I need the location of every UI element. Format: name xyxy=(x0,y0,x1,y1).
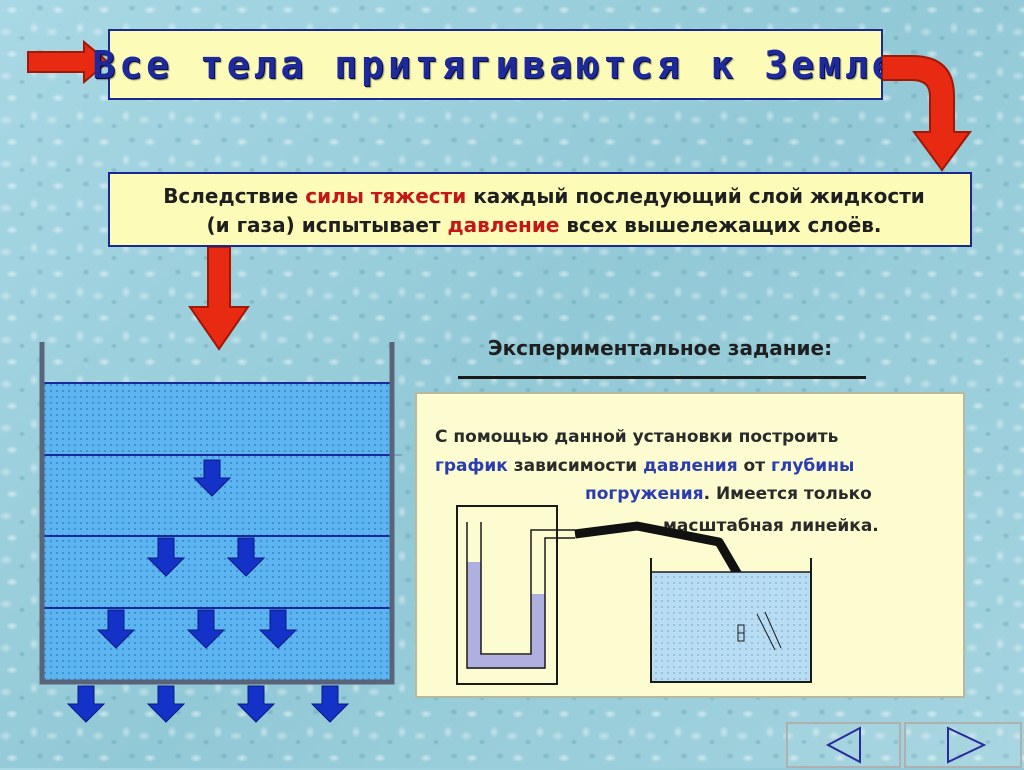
task-text: зависимости xyxy=(507,456,644,476)
heading-underline xyxy=(458,376,866,379)
task-text: . Имеется только xyxy=(703,484,872,504)
term-pressure: давления xyxy=(643,456,738,476)
gravity-pressure-statement: Вследствие силы тяжести каждый последующ… xyxy=(108,172,972,247)
term-graph: график xyxy=(435,456,508,476)
red-arrow-down-icon xyxy=(188,247,250,351)
task-line-1: С помощью данной установки построить xyxy=(435,427,839,447)
container-walls xyxy=(39,342,395,685)
red-arrow-right-icon xyxy=(27,40,110,84)
manometer-liquid xyxy=(467,562,545,669)
pressure-arrow-icon xyxy=(66,459,350,723)
statement-line-1: Вследствие силы тяжести каждый последующ… xyxy=(128,182,960,211)
manometer-apparatus-diagram xyxy=(456,505,812,685)
red-curved-arrow-icon xyxy=(882,55,972,172)
task-line-2: график зависимости давления от глубины xyxy=(435,456,854,476)
task-line-4: масштабная линейка. xyxy=(663,516,879,536)
term-gravity: силы тяжести xyxy=(305,184,467,208)
term-pressure: давление xyxy=(447,213,560,237)
term-depth: глубины xyxy=(771,456,855,476)
triangle-left-icon xyxy=(825,726,861,764)
statement-text: каждый последующий слой жидкости xyxy=(466,184,925,208)
task-line-3: погружения. Имеется только xyxy=(585,484,872,504)
statement-line-2: (и газа) испытывает давление всех вышеле… xyxy=(128,211,960,240)
slide-title: Все тела притягиваются к Земле xyxy=(92,42,899,87)
term-immersion: погружения xyxy=(585,484,704,504)
task-heading: Экспериментальное задание: xyxy=(487,336,833,360)
triangle-right-icon xyxy=(947,726,987,764)
water-vessel xyxy=(651,572,811,682)
liquid-layers-diagram xyxy=(39,342,402,723)
statement-text: (и газа) испытывает xyxy=(206,213,448,237)
statement-text: Вследствие xyxy=(163,184,306,208)
statement-text: всех вышележащих слоёв. xyxy=(559,213,882,237)
experiment-task-panel: С помощью данной установки построить гра… xyxy=(415,392,965,698)
title-banner: Все тела притягиваются к Земле xyxy=(92,29,895,100)
next-slide-button[interactable] xyxy=(904,722,1022,768)
task-text: от xyxy=(737,456,771,476)
prev-slide-button[interactable] xyxy=(786,722,901,768)
